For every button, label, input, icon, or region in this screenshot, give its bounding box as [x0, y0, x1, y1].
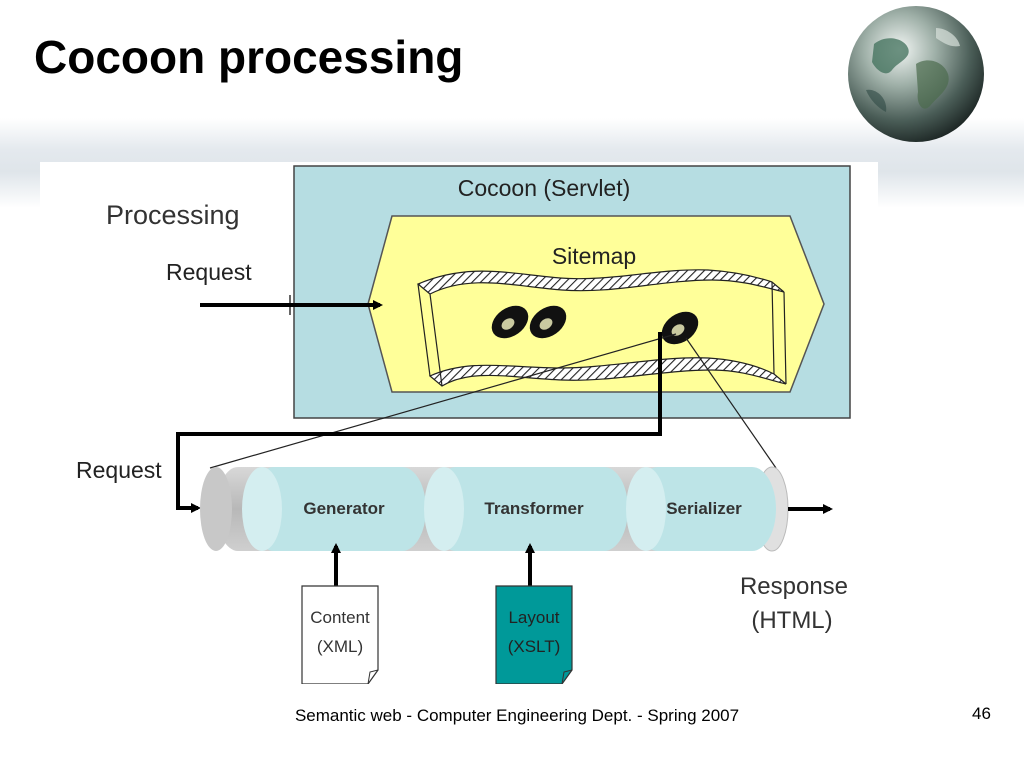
sitemap-components	[491, 305, 699, 345]
processing-label: Processing	[106, 200, 240, 230]
leader-line-left	[209, 333, 677, 469]
stage-transformer: Transformer	[484, 499, 584, 518]
request-label-top: Request	[166, 259, 252, 285]
response-line2: (HTML)	[751, 607, 832, 634]
layout-doc-line2: (XSLT)	[508, 637, 561, 656]
content-document-icon	[301, 585, 379, 684]
sitemap-box	[367, 215, 825, 393]
content-doc-line2: (XML)	[317, 637, 363, 656]
request-label-bottom: Request	[76, 457, 162, 483]
slide-footer: Semantic web - Computer Engineering Dept…	[294, 706, 740, 725]
request-path	[176, 332, 662, 513]
cocoon-diagram: Cocoon (Servlet) Sitemap Processing Requ…	[40, 162, 878, 684]
servlet-label: Cocoon (Servlet)	[458, 175, 631, 201]
layout-document-icon	[495, 585, 573, 684]
stage-generator: Generator	[303, 499, 385, 518]
content-doc-line1: Content	[310, 608, 370, 627]
pipeline	[200, 466, 789, 552]
stage-serializer: Serializer	[666, 499, 742, 518]
response-line1: Response	[740, 573, 848, 600]
layout-doc-line1: Layout	[508, 608, 559, 627]
slide-title: Cocoon processing	[34, 31, 464, 83]
globe-icon	[848, 6, 984, 142]
page-number: 46	[972, 704, 991, 723]
sitemap-label: Sitemap	[552, 243, 636, 269]
sitemap-ribbon	[416, 269, 787, 387]
leader-line-right	[685, 337, 777, 469]
